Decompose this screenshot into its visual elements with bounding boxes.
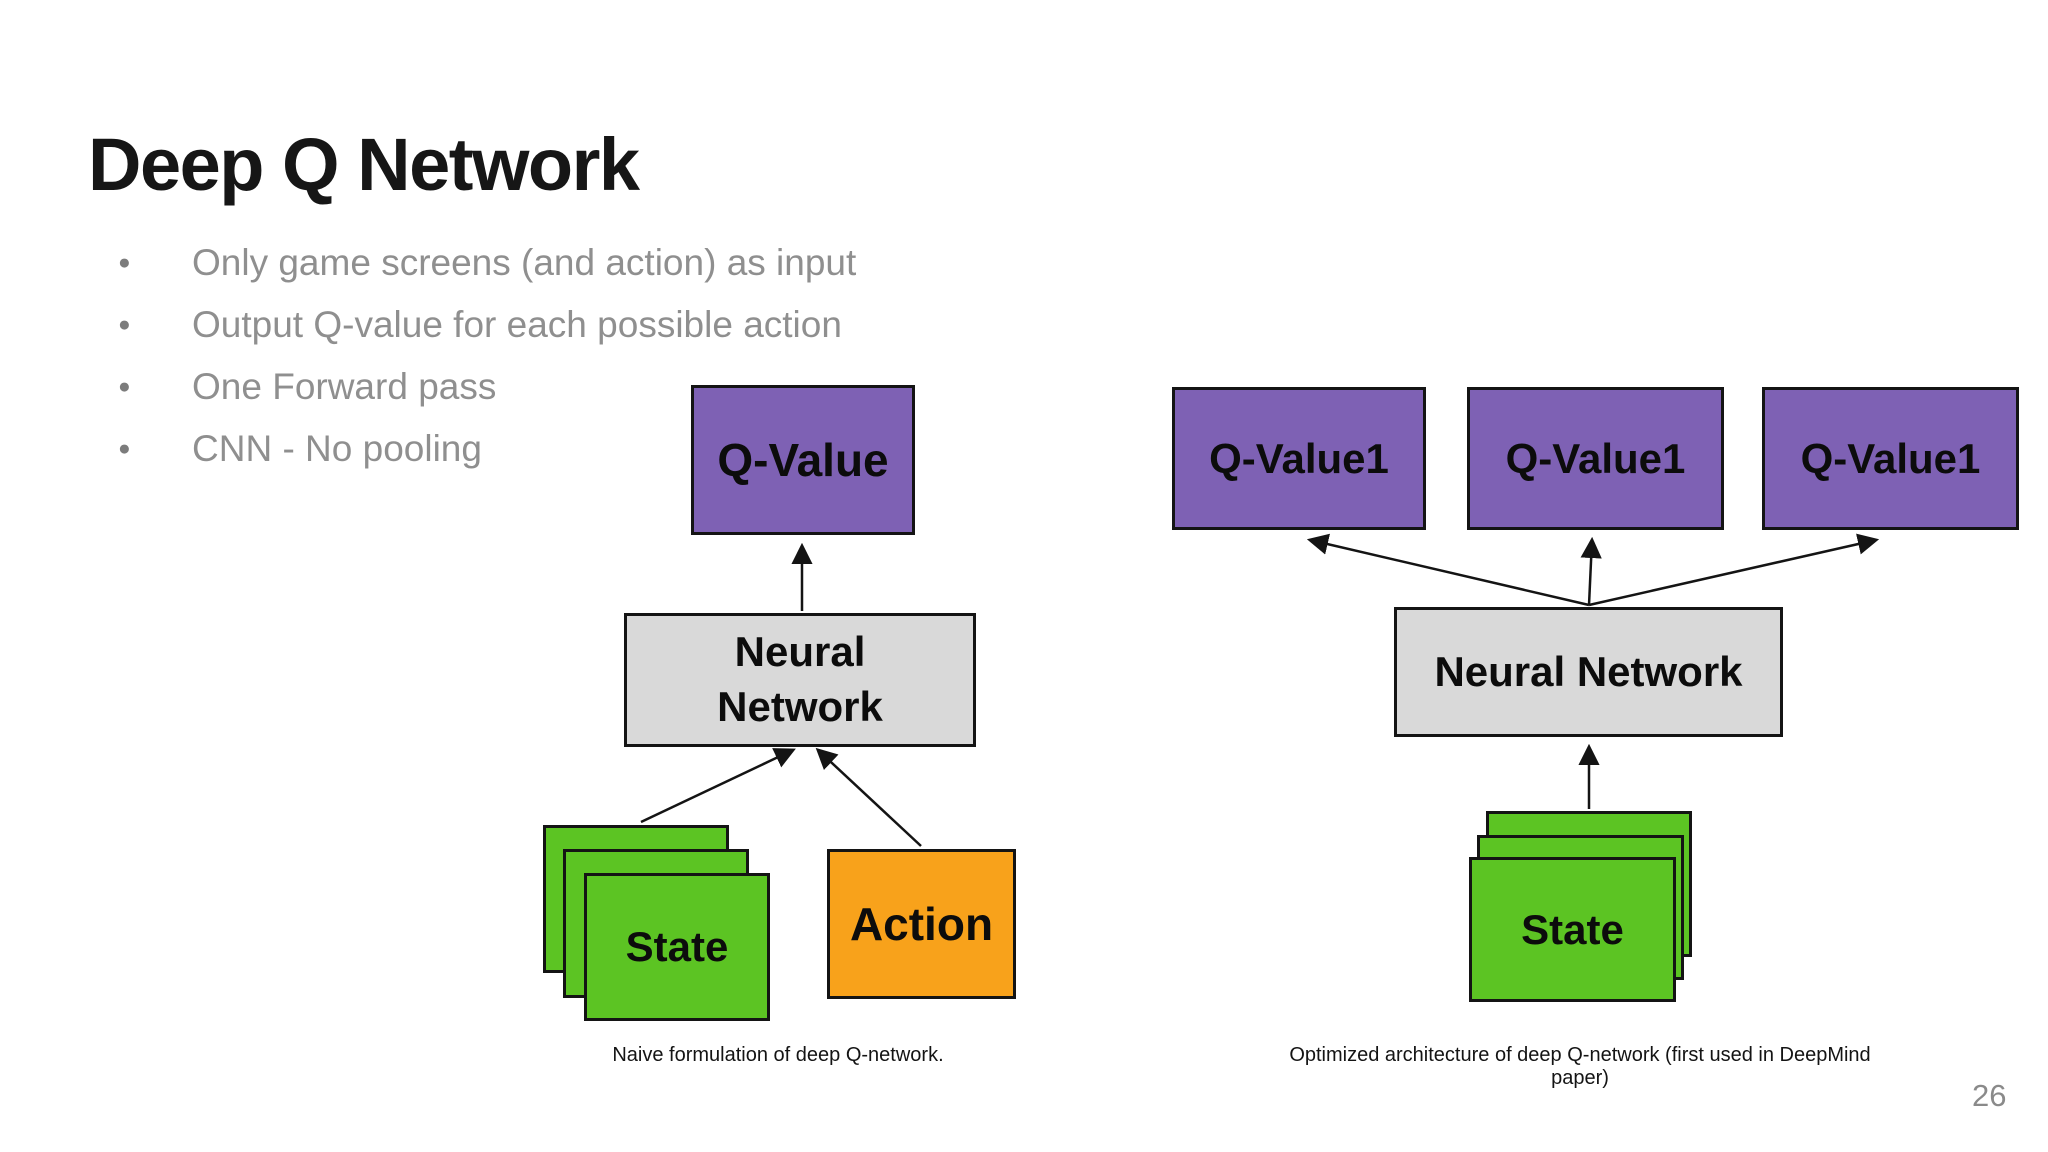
right-neural-network-label: Neural Network <box>1434 648 1743 695</box>
arrow-right-nn-to-qvalue1 <box>1306 533 1590 607</box>
bullet-dot-icon: ● <box>118 251 131 274</box>
slide-title: Deep Q Network <box>88 123 640 206</box>
arrow-left-state-to-nn <box>640 748 796 824</box>
arrow-right-nn-to-qvalue2 <box>1580 536 1602 606</box>
left-q-value-box: Q-Value <box>691 385 915 535</box>
bullet-dot-icon: ● <box>118 375 131 398</box>
left-diagram-caption: Naive formulation of deep Q-network. <box>612 1044 944 1066</box>
bullet-item: ● Output Q-value for each possible actio… <box>118 294 856 356</box>
right-state-box: State <box>1469 857 1676 1002</box>
bullet-text: Only game screens (and action) as input <box>192 242 857 283</box>
right-q-value-label-3: Q-Value1 <box>1800 434 1981 482</box>
bullet-dot-icon: ● <box>118 313 131 336</box>
left-action-box: Action <box>827 849 1016 999</box>
bullet-item: ● CNN - No pooling <box>118 418 856 480</box>
right-q-value-box-3: Q-Value1 <box>1762 387 2019 530</box>
page-number: 26 <box>1972 1078 2007 1113</box>
left-action-label: Action <box>849 898 994 950</box>
right-state-label: State <box>1521 905 1624 953</box>
left-state-box: State <box>584 873 770 1021</box>
arrow-left-action-to-nn <box>815 747 922 847</box>
right-q-value-label-2: Q-Value1 <box>1505 434 1686 482</box>
bullet-text: CNN - No pooling <box>192 428 482 469</box>
left-neural-network-label: Neural Network <box>717 628 883 730</box>
right-q-value-box-1: Q-Value1 <box>1172 387 1426 530</box>
bullet-item: ● Only game screens (and action) as inpu… <box>118 232 856 294</box>
right-diagram-caption: Optimized architecture of deep Q-network… <box>1289 1044 1871 1089</box>
left-q-value-label: Q-Value <box>717 434 889 486</box>
left-state-label: State <box>625 923 729 970</box>
bullet-dot-icon: ● <box>118 437 131 460</box>
arrow-right-nn-to-qvalue3 <box>1588 533 1880 607</box>
bullet-item: ● One Forward pass <box>118 356 856 418</box>
bullet-text: One Forward pass <box>192 366 497 407</box>
bullet-list: ● Only game screens (and action) as inpu… <box>118 232 856 480</box>
bullet-text: Output Q-value for each possible action <box>192 304 842 345</box>
left-neural-network-box: Neural Network <box>624 613 976 747</box>
right-q-value-box-2: Q-Value1 <box>1467 387 1724 530</box>
right-q-value-label-1: Q-Value1 <box>1209 434 1389 482</box>
right-neural-network-box: Neural Network <box>1394 607 1783 737</box>
